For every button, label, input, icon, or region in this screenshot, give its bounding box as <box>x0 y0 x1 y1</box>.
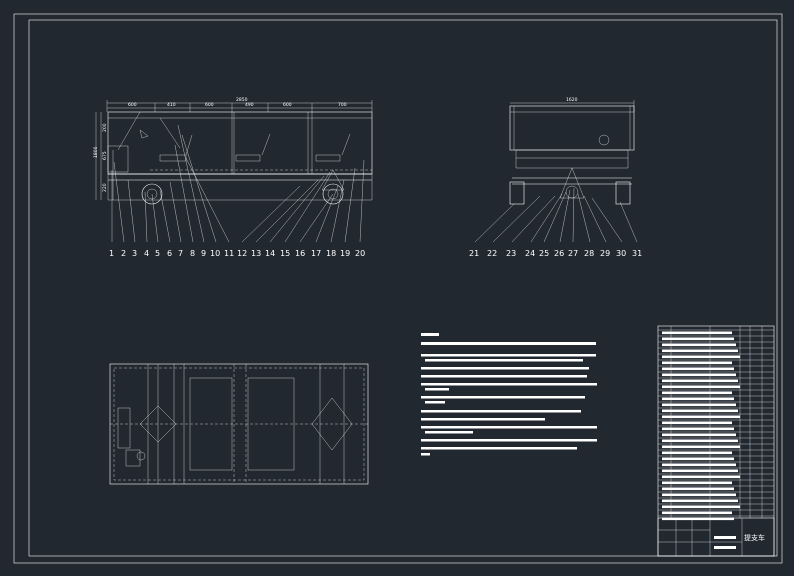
balloon-10: 10 <box>210 249 220 258</box>
balloon-12: 12 <box>237 249 247 258</box>
dim-height-1: 200 <box>102 123 108 132</box>
parts-list-row-fill <box>662 385 740 389</box>
plan-view <box>109 363 369 485</box>
parts-list-row-fill <box>662 469 738 473</box>
balloon-18: 18 <box>326 249 336 258</box>
parts-list-row-fill <box>662 463 736 467</box>
parts-list: 提支车 <box>657 325 775 557</box>
dim-end-width: 1620 <box>566 97 578 103</box>
dim-segment-5: 600 <box>283 102 292 108</box>
balloon-3: 3 <box>132 249 137 258</box>
parts-list-row-fill <box>662 373 736 377</box>
dim-height-2: 675 <box>102 151 108 160</box>
balloon-21: 21 <box>469 249 479 258</box>
balloon-17: 17 <box>311 249 321 258</box>
parts-list-row-fill <box>662 445 740 449</box>
parts-list-row-fill <box>662 457 734 461</box>
parts-list-row-fill <box>662 433 736 437</box>
balloon-2: 2 <box>121 249 126 258</box>
balloon-5: 5 <box>155 249 160 258</box>
dim-segment-6: 700 <box>338 102 347 108</box>
parts-list-row-fill <box>662 475 740 479</box>
parts-list-row-fill <box>662 331 732 335</box>
dim-overall-height: 1800 <box>93 146 99 158</box>
balloon-24: 24 <box>525 249 535 258</box>
parts-list-row-fill <box>662 511 732 515</box>
balloon-20: 20 <box>355 249 365 258</box>
balloon-6: 6 <box>167 249 172 258</box>
parts-list-row-fill <box>662 403 736 407</box>
balloon-13: 13 <box>251 249 261 258</box>
parts-list-row-fill <box>662 349 738 353</box>
balloon-27: 27 <box>568 249 578 258</box>
balloon-25: 25 <box>539 249 549 258</box>
balloon-19: 19 <box>340 249 350 258</box>
end-view-balloons: 21 22 23 24 25 26 27 28 29 30 31 <box>469 249 642 258</box>
balloon-16: 16 <box>295 249 305 258</box>
parts-list-row-fill <box>662 493 736 497</box>
dim-overall-length: 2850 <box>236 97 248 103</box>
balloon-26: 26 <box>554 249 564 258</box>
parts-list-row-fill <box>662 487 734 491</box>
inner-frame <box>28 19 778 557</box>
side-view-balloons: 1 2 3 4 5 6 7 8 9 10 11 12 13 14 15 16 1… <box>109 249 365 258</box>
title-block-name: 提支车 <box>744 533 765 542</box>
balloon-8: 8 <box>190 249 195 258</box>
balloon-11: 11 <box>224 249 234 258</box>
balloon-1: 1 <box>109 249 114 258</box>
side-view: 2850 600 410 600 490 600 700 1800 200 67… <box>93 97 373 258</box>
dim-height-3: 220 <box>102 183 108 192</box>
outer-border <box>13 13 783 564</box>
balloon-23: 23 <box>506 249 516 258</box>
balloon-7: 7 <box>178 249 183 258</box>
parts-list-row-fill <box>662 379 738 383</box>
dim-segment-3: 600 <box>205 102 214 108</box>
parts-list-row-fill <box>662 421 732 425</box>
parts-list-row-fill <box>662 427 734 431</box>
balloon-22: 22 <box>487 249 497 258</box>
parts-list-row-fill <box>662 499 738 503</box>
balloon-4: 4 <box>144 249 149 258</box>
parts-list-row-fill <box>662 415 740 419</box>
balloon-15: 15 <box>280 249 290 258</box>
balloon-29: 29 <box>600 249 610 258</box>
parts-list-row-fill <box>662 343 736 347</box>
parts-list-row-fill <box>662 481 732 485</box>
end-view: 1620 21 22 23 24 <box>469 97 642 258</box>
parts-list-row-fill <box>662 409 738 413</box>
parts-list-row-fill <box>662 361 732 365</box>
balloon-28: 28 <box>584 249 594 258</box>
parts-list-row-fill <box>662 451 732 455</box>
dim-segment-4: 490 <box>245 102 254 108</box>
technical-notes <box>421 333 597 456</box>
parts-list-row-fill <box>662 517 734 521</box>
parts-list-row-fill <box>662 439 738 443</box>
parts-list-row-fill <box>662 505 740 509</box>
parts-list-row-fill <box>662 337 734 341</box>
balloon-9: 9 <box>201 249 206 258</box>
parts-list-row-fill <box>662 391 732 395</box>
balloon-31: 31 <box>632 249 642 258</box>
dim-segment-2: 410 <box>167 102 176 108</box>
balloon-30: 30 <box>616 249 626 258</box>
parts-list-row-fill <box>662 355 740 359</box>
parts-list-row-fill <box>662 397 734 401</box>
dim-segment-1: 600 <box>128 102 137 108</box>
parts-list-row-fill <box>662 367 734 371</box>
balloon-14: 14 <box>265 249 275 258</box>
